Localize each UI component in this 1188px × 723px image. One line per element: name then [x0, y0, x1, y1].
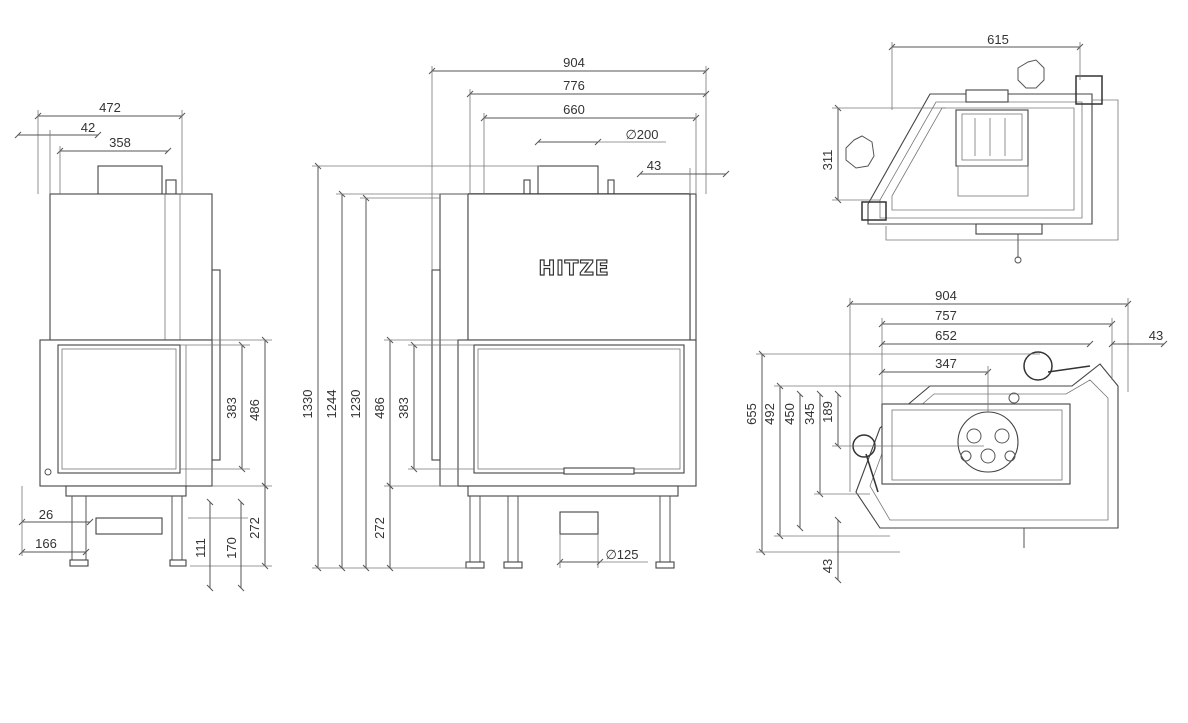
plan-depth-189-label: 189	[820, 401, 835, 423]
front-height-total-label: 1330	[300, 390, 315, 419]
side-leg-offset-label: 26	[39, 507, 53, 522]
plan-width-757-label: 757	[935, 308, 957, 323]
side-leg-h1-label: 111	[193, 538, 208, 558]
plan-depth-492-label: 492	[762, 403, 777, 425]
plan-width-347-label: 347	[935, 356, 957, 371]
plan-depth-655-label: 655	[744, 403, 759, 425]
front-view: HITZE 904 776 660 ∅200 43 1330 1244 1230	[300, 55, 730, 572]
brand-logo: HITZE	[539, 256, 610, 280]
side-leg-width-label: 166	[35, 536, 57, 551]
front-side-offset-label: 43	[647, 158, 661, 173]
plan-view: 904 757 652 347 43 655 492 450 345 189 4…	[744, 288, 1168, 584]
side-view: 472 42 358 383 486 272 111 170 26 166	[14, 100, 272, 592]
front-door-height-label: 486	[372, 397, 387, 419]
side-width-total-label: 472	[99, 100, 121, 115]
top-view: 615 311	[820, 32, 1119, 264]
front-width-660-label: 660	[563, 102, 585, 117]
front-air-inlet-label: ∅125	[605, 547, 638, 562]
front-height-1244-label: 1244	[324, 390, 339, 419]
front-width-total-label: 904	[563, 55, 585, 70]
side-door-height-label: 486	[247, 399, 262, 421]
top-width-615-label: 615	[987, 32, 1009, 47]
side-glass-height-label: 383	[224, 397, 239, 419]
plan-width-904-label: 904	[935, 288, 957, 303]
front-width-776-label: 776	[563, 78, 585, 93]
plan-depth-450-label: 450	[782, 403, 797, 425]
top-depth-311-label: 311	[820, 150, 835, 171]
plan-offset-43-bottom-label: 43	[820, 559, 835, 573]
front-base-height-label: 272	[372, 517, 387, 539]
plan-offset-43-right-label: 43	[1149, 328, 1163, 343]
front-height-1230-label: 1230	[348, 390, 363, 419]
front-flue-diameter-label: ∅200	[625, 127, 658, 142]
side-base-height-label: 272	[247, 517, 262, 539]
side-hood-width-label: 358	[109, 135, 131, 150]
plan-width-652-label: 652	[935, 328, 957, 343]
front-glass-height-label: 383	[396, 397, 411, 419]
plan-depth-345-label: 345	[802, 403, 817, 425]
side-leg-h2-label: 170	[224, 537, 239, 559]
side-offset-top-label: 42	[81, 120, 95, 135]
